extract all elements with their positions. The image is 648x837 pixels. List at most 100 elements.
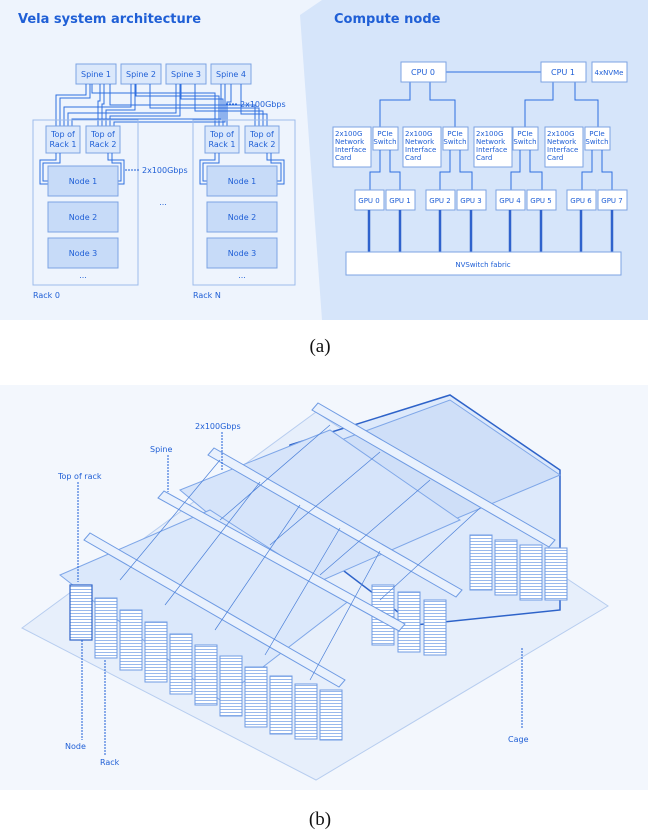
pcie-box-2 xyxy=(442,126,469,151)
architecture-title: Vela system architecture xyxy=(18,12,201,27)
spine-label-1: Spine 1 xyxy=(81,70,111,79)
pcie-2-line-1: PCIe xyxy=(447,130,462,138)
nvswitch-box xyxy=(345,251,622,276)
label-spine: Spine xyxy=(150,445,172,454)
spine-links xyxy=(55,84,268,126)
spine-row: Spine 1 Spine 2 Spine 3 Spine 4 xyxy=(75,63,252,85)
rack-n-tor-2-line-1: Top of xyxy=(249,130,274,139)
rack-n-node-2-label: Node 2 xyxy=(228,213,257,222)
caption-a: (a) xyxy=(309,336,330,357)
spine-beam-2 xyxy=(207,447,463,598)
rack-0-ellipsis: ... xyxy=(79,271,87,280)
pcie-4-line-2: Switch xyxy=(585,138,608,146)
cpu-pcie-links xyxy=(379,71,610,127)
gpu-label-6: GPU 6 xyxy=(570,197,592,205)
rack-n-label: Rack N xyxy=(193,291,221,300)
link-label-top: 2x100Gbps xyxy=(240,100,286,109)
nvme-label: 4xNVMe xyxy=(595,69,624,77)
gpu-label-1: GPU 1 xyxy=(389,197,410,205)
cpu-1-label: CPU 1 xyxy=(551,68,575,77)
gpu-nvswitch-links xyxy=(367,210,614,252)
rack-0-tor-1 xyxy=(45,125,81,154)
pcie-box-4 xyxy=(584,126,611,151)
rack-0-node-3 xyxy=(47,237,119,269)
pcie-box-1 xyxy=(372,126,399,151)
rack-n-tor-1 xyxy=(204,125,240,154)
gpu-label-3: GPU 3 xyxy=(460,197,481,205)
pcie-box-3 xyxy=(512,126,539,151)
pcie-gpu-links xyxy=(369,150,613,190)
middle-ellipsis: ... xyxy=(159,198,167,207)
nic-pcie-group-3: 2x100G Network Interface Card PCIe Switc… xyxy=(473,126,539,168)
nic-1-line-1: 2x100G xyxy=(335,130,362,138)
rack-0-tor-2 xyxy=(85,125,121,154)
nic-3-line-4: Card xyxy=(476,154,492,162)
nic-3-line-3: Interface xyxy=(476,146,507,154)
gpu-label-4: GPU 4 xyxy=(499,197,521,205)
gpu-label-2: GPU 2 xyxy=(429,197,450,205)
spine-label-2: Spine 2 xyxy=(126,70,156,79)
spine-box-2 xyxy=(120,63,162,85)
spine-beam-4 xyxy=(83,532,346,688)
caption-b: (b) xyxy=(309,809,331,830)
nic-pcie-group-2: 2x100G Network Interface Card PCIe Switc… xyxy=(402,126,469,168)
pcie-3-line-2: Switch xyxy=(513,138,536,146)
spine-box-1 xyxy=(75,63,117,85)
rack-0-node-1 xyxy=(47,165,119,197)
rack-n-tor-1-line-2: Rack 1 xyxy=(209,140,236,149)
nvswitch-label: NVSwitch fabric xyxy=(455,261,510,269)
gpu-label-5: GPU 5 xyxy=(530,197,551,205)
spine-beams xyxy=(83,402,556,688)
nic-4-line-4: Card xyxy=(547,154,563,162)
rack-0-outline xyxy=(32,119,139,286)
label-rack: Rack xyxy=(100,758,120,767)
nic-1-line-4: Card xyxy=(335,154,351,162)
nic-3-line-1: 2x100G xyxy=(476,130,503,138)
pcie-1-line-2: Switch xyxy=(373,138,396,146)
spine-box-3 xyxy=(165,63,207,85)
rack-n-node-2 xyxy=(206,201,278,233)
cpu-0-label: CPU 0 xyxy=(411,68,435,77)
rack-0-node-3-label: Node 3 xyxy=(69,249,98,258)
rack-0-tor-1-line-2: Rack 1 xyxy=(50,140,77,149)
nic-2-line-2: Network xyxy=(405,138,435,146)
rack-0-tor-node-links xyxy=(39,153,125,185)
label-link: 2x100Gbps xyxy=(195,422,241,431)
rack-0-tor-1-line-1: Top of xyxy=(50,130,75,139)
rack-n-tor-2-line-2: Rack 2 xyxy=(249,140,276,149)
nic-4-line-3: Interface xyxy=(547,146,578,154)
gpu-label-0: GPU 0 xyxy=(358,197,379,205)
cpu-1-box xyxy=(540,61,587,83)
nic-box-3 xyxy=(473,126,513,168)
rack-n-node-1 xyxy=(206,165,278,197)
spine-beam-3 xyxy=(157,490,406,632)
panel-b: 2x100Gbps Spine Top of rack Node Rack Ca… xyxy=(0,385,648,790)
panel-a: Vela system architecture Compute node Sp… xyxy=(0,0,648,320)
nic-box-1 xyxy=(332,126,372,168)
rack-0-label: Rack 0 xyxy=(33,291,60,300)
front-rack-highlight xyxy=(69,584,93,641)
pcie-1-line-1: PCIe xyxy=(377,130,392,138)
spine-label-4: Spine 4 xyxy=(216,70,246,79)
spine-beam-1 xyxy=(311,402,556,548)
rack-0-tor-2-line-1: Top of xyxy=(90,130,115,139)
pcie-4-line-1: PCIe xyxy=(589,130,604,138)
compute-node-diagram: CPU 0 CPU 1 4xNVMe 2x100G Network Interf… xyxy=(332,61,628,276)
pcie-3-line-1: PCIe xyxy=(517,130,532,138)
rack-n-tor-2 xyxy=(244,125,280,154)
label-cage: Cage xyxy=(508,735,529,744)
rack-n-outline xyxy=(192,119,296,286)
rack-0-node-2-label: Node 2 xyxy=(69,213,98,222)
pcie-2-line-2: Switch xyxy=(443,138,466,146)
rack-0-tor-2-line-2: Rack 2 xyxy=(90,140,117,149)
rack-n-node-3-label: Node 3 xyxy=(228,249,257,258)
rack-0-node-1-label: Node 1 xyxy=(69,177,98,186)
gpu-label-7: GPU 7 xyxy=(601,197,622,205)
nic-2-line-4: Card xyxy=(405,154,421,162)
cpu-0-box xyxy=(400,61,447,83)
rack-n-tor-node-links xyxy=(199,153,285,185)
label-node: Node xyxy=(65,742,86,751)
rack-n-ellipsis: ... xyxy=(238,271,246,280)
rack-0-node-2 xyxy=(47,201,119,233)
